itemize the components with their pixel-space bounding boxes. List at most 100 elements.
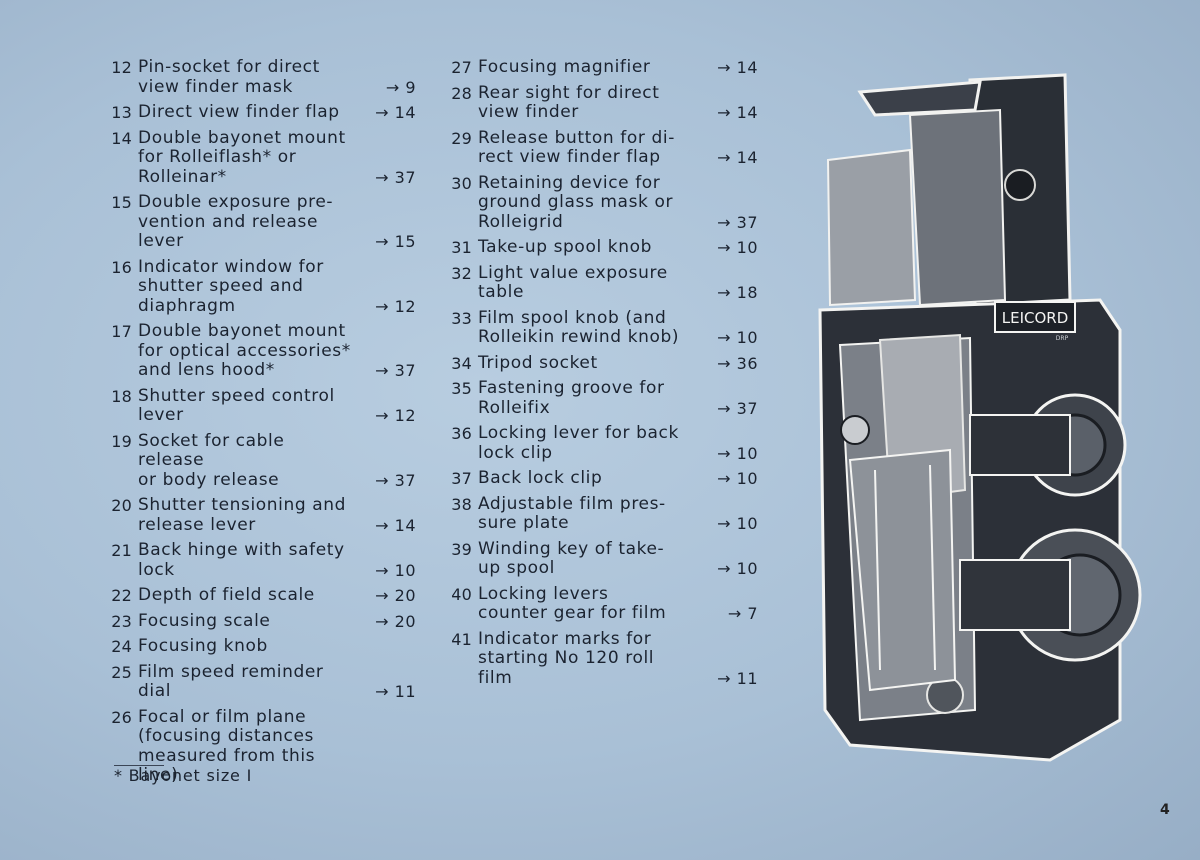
part-description: Double bayonet mount for optical accesso… xyxy=(138,321,351,380)
part-description: Focusing knob xyxy=(138,636,268,656)
part-entry: 12 Pin-socket for direct view finder mask… xyxy=(106,57,416,97)
part-number: 34 xyxy=(451,353,472,373)
page-reference: → 37 xyxy=(717,398,758,418)
part-description: Fastening groove for Rolleifix xyxy=(478,378,665,418)
part-description: Double bayonet mount for Rolleiflash* or… xyxy=(138,127,346,187)
part-number: 21 xyxy=(111,541,132,560)
part-description: Locking levers counter gear for film xyxy=(478,583,667,623)
part-description: Tripod socket xyxy=(478,352,598,373)
part-description: Take-up spool knob xyxy=(478,237,652,257)
page-reference: → 10 xyxy=(717,559,758,578)
part-description: Light value exposure table xyxy=(478,262,668,302)
camera-cutaway-illustration: LEICORD DRP xyxy=(818,73,1142,762)
part-description: Shutter speed control lever xyxy=(138,385,335,425)
brand-sub-text: DRP xyxy=(1056,335,1069,342)
page-reference: → 11 xyxy=(717,668,758,688)
part-number: 29 xyxy=(451,128,472,148)
emblem-icon xyxy=(1004,169,1036,201)
part-number: 33 xyxy=(451,308,472,328)
brand-logo-text: LEICORD xyxy=(1002,309,1069,327)
page-reference: → 14 xyxy=(375,515,416,535)
page-reference: → 10 xyxy=(717,469,758,488)
page-reference: → 37 xyxy=(375,470,416,490)
part-number: 32 xyxy=(451,263,472,283)
part-number: 27 xyxy=(451,58,472,77)
part-description: Back hinge with safety lock xyxy=(138,540,345,580)
page-reference: → 9 xyxy=(385,77,416,97)
part-description: Depth of field scale xyxy=(138,585,315,605)
page-reference: → 11 xyxy=(375,682,416,701)
part-description: Release button for di- rect view finder … xyxy=(478,127,675,167)
part-entry: 35 Fastening groove for Rolleifix → 37 xyxy=(446,378,758,418)
page-reference: → 14 xyxy=(717,103,758,122)
page-reference: → 10 xyxy=(717,443,758,463)
part-number: 35 xyxy=(451,379,472,398)
part-description: Film speed reminder dial xyxy=(138,661,324,701)
part-number: 25 xyxy=(111,662,132,682)
part-description: Indicator marks for starting No 120 roll… xyxy=(478,628,655,688)
part-number: 26 xyxy=(111,707,132,727)
part-description: Adjustable film pres- sure plate xyxy=(478,493,666,533)
part-entry: 26 Focal or film plane (focusing distance… xyxy=(106,706,416,786)
page-reference: → 20 xyxy=(375,586,416,605)
part-number: 23 xyxy=(111,611,132,631)
part-description: Indicator window for shutter speed and d… xyxy=(138,256,324,316)
part-number: 37 xyxy=(451,469,472,488)
part-number: 36 xyxy=(451,424,472,443)
page-number: 4 xyxy=(1160,802,1170,818)
page-reference: → 10 xyxy=(717,328,758,347)
part-description: Focal or film plane (focusing distances … xyxy=(138,706,316,785)
part-description: Retaining device for ground glass mask o… xyxy=(478,172,674,232)
part-number: 17 xyxy=(111,322,132,341)
viewing-lens-barrel xyxy=(969,414,1071,476)
page-reference: → 37 xyxy=(375,361,416,380)
part-description: Pin-socket for direct view finder mask xyxy=(138,57,320,97)
part-entry: 29 Release button for di- rect view finde… xyxy=(446,127,758,168)
part-number: 18 xyxy=(111,386,132,406)
part-number: 15 xyxy=(111,193,132,212)
part-description: Back lock clip xyxy=(478,468,603,488)
finder-inner-panel xyxy=(826,148,917,307)
part-number: 39 xyxy=(451,539,472,559)
part-entry: 23 Focusing scale → 20 xyxy=(106,610,416,632)
part-number: 19 xyxy=(111,431,132,451)
part-entry: 25 Film speed reminder dial → 11 xyxy=(106,661,416,702)
part-number: 12 xyxy=(111,58,132,77)
part-description: Focusing scale xyxy=(138,610,271,631)
part-number: 30 xyxy=(451,173,472,193)
finder-flap xyxy=(857,80,982,117)
part-entry: 17 Double bayonet mount for optical acces… xyxy=(106,321,416,381)
page-reference: → 14 xyxy=(375,103,416,122)
part-description: Winding key of take- up spool xyxy=(478,538,665,578)
part-description: Film spool knob (and Rolleikin rewind kn… xyxy=(478,307,680,347)
part-number: 40 xyxy=(451,584,472,604)
part-entry: 39 Winding key of take- up spool → 10 xyxy=(446,538,758,579)
finder-side-panel xyxy=(908,108,1007,307)
page-reference: → 20 xyxy=(375,611,416,631)
page-reference: → 15 xyxy=(375,232,416,251)
part-number: 13 xyxy=(111,103,132,122)
part-entry: 37 Back lock clip → 10 xyxy=(446,468,758,489)
parts-list-left: 12 Pin-socket for direct view finder mask… xyxy=(106,57,416,792)
footnote-rule xyxy=(114,765,164,766)
page-reference: → 12 xyxy=(375,296,416,316)
page-reference: → 37 xyxy=(717,212,758,232)
part-description: Focusing magnifier xyxy=(478,57,651,77)
